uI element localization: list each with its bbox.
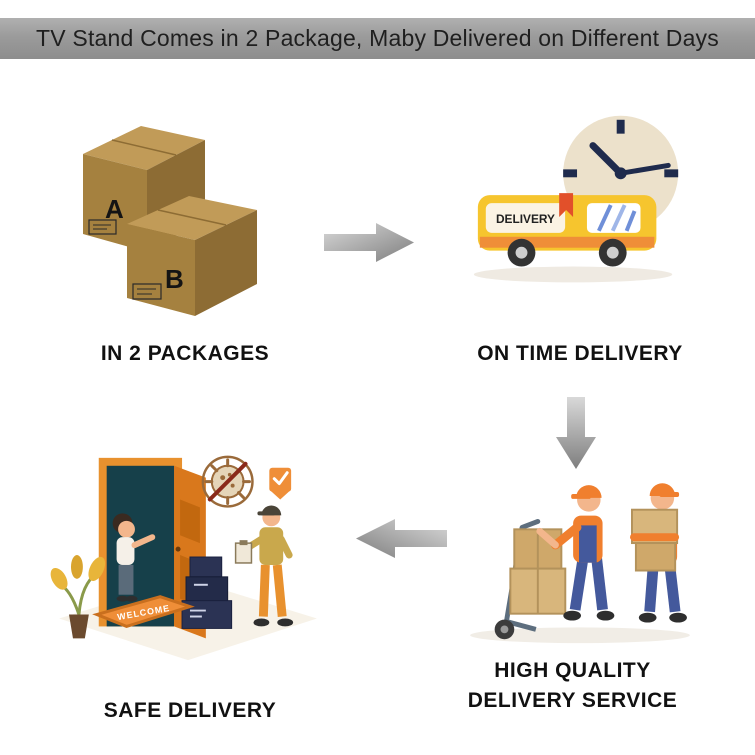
- packages-illustration: A B: [75, 110, 275, 318]
- banner-title: TV Stand Comes in 2 Package, Maby Delive…: [0, 18, 755, 59]
- delivery-van-icon: DELIVERY: [477, 193, 657, 267]
- caption-in-2-packages: IN 2 PACKAGES: [100, 342, 270, 365]
- box-b-icon: B: [127, 196, 257, 316]
- plant-icon: [50, 555, 106, 639]
- parcel-stack: [181, 556, 233, 629]
- arrow-right-icon: [324, 221, 416, 264]
- virus-crossed-icon: [201, 455, 254, 508]
- caption-safe-delivery: SAFE DELIVERY: [103, 699, 277, 722]
- woman-at-door: [112, 513, 156, 602]
- ground-shadow: [473, 266, 673, 283]
- safe-delivery-illustration: WELCOME: [38, 440, 338, 678]
- worker-pushing: [536, 485, 615, 621]
- welcome-mat: WELCOME: [92, 595, 195, 629]
- on-time-delivery-illustration: DELIVERY: [462, 104, 700, 320]
- ribbon-icon: [559, 193, 574, 217]
- caption-service-line2: DELIVERY SERVICE: [467, 689, 678, 712]
- box-a-label: A: [105, 194, 124, 224]
- arrow-left-icon: [352, 517, 447, 560]
- arrow-down-icon: [554, 397, 598, 471]
- courier: [234, 505, 294, 627]
- caption-high-quality-delivery-service: HIGH QUALITY DELIVERY SERVICE: [425, 656, 720, 716]
- caption-on-time-delivery: ON TIME DELIVERY: [477, 342, 683, 365]
- check-badge-icon: [269, 467, 292, 500]
- ground-shadow: [470, 627, 690, 644]
- delivery-workers-illustration: [455, 443, 705, 649]
- box-b-label: B: [165, 264, 184, 294]
- caption-service-line1: HIGH QUALITY: [494, 659, 651, 682]
- worker-carrying: [630, 483, 687, 623]
- van-delivery-label: DELIVERY: [496, 212, 555, 226]
